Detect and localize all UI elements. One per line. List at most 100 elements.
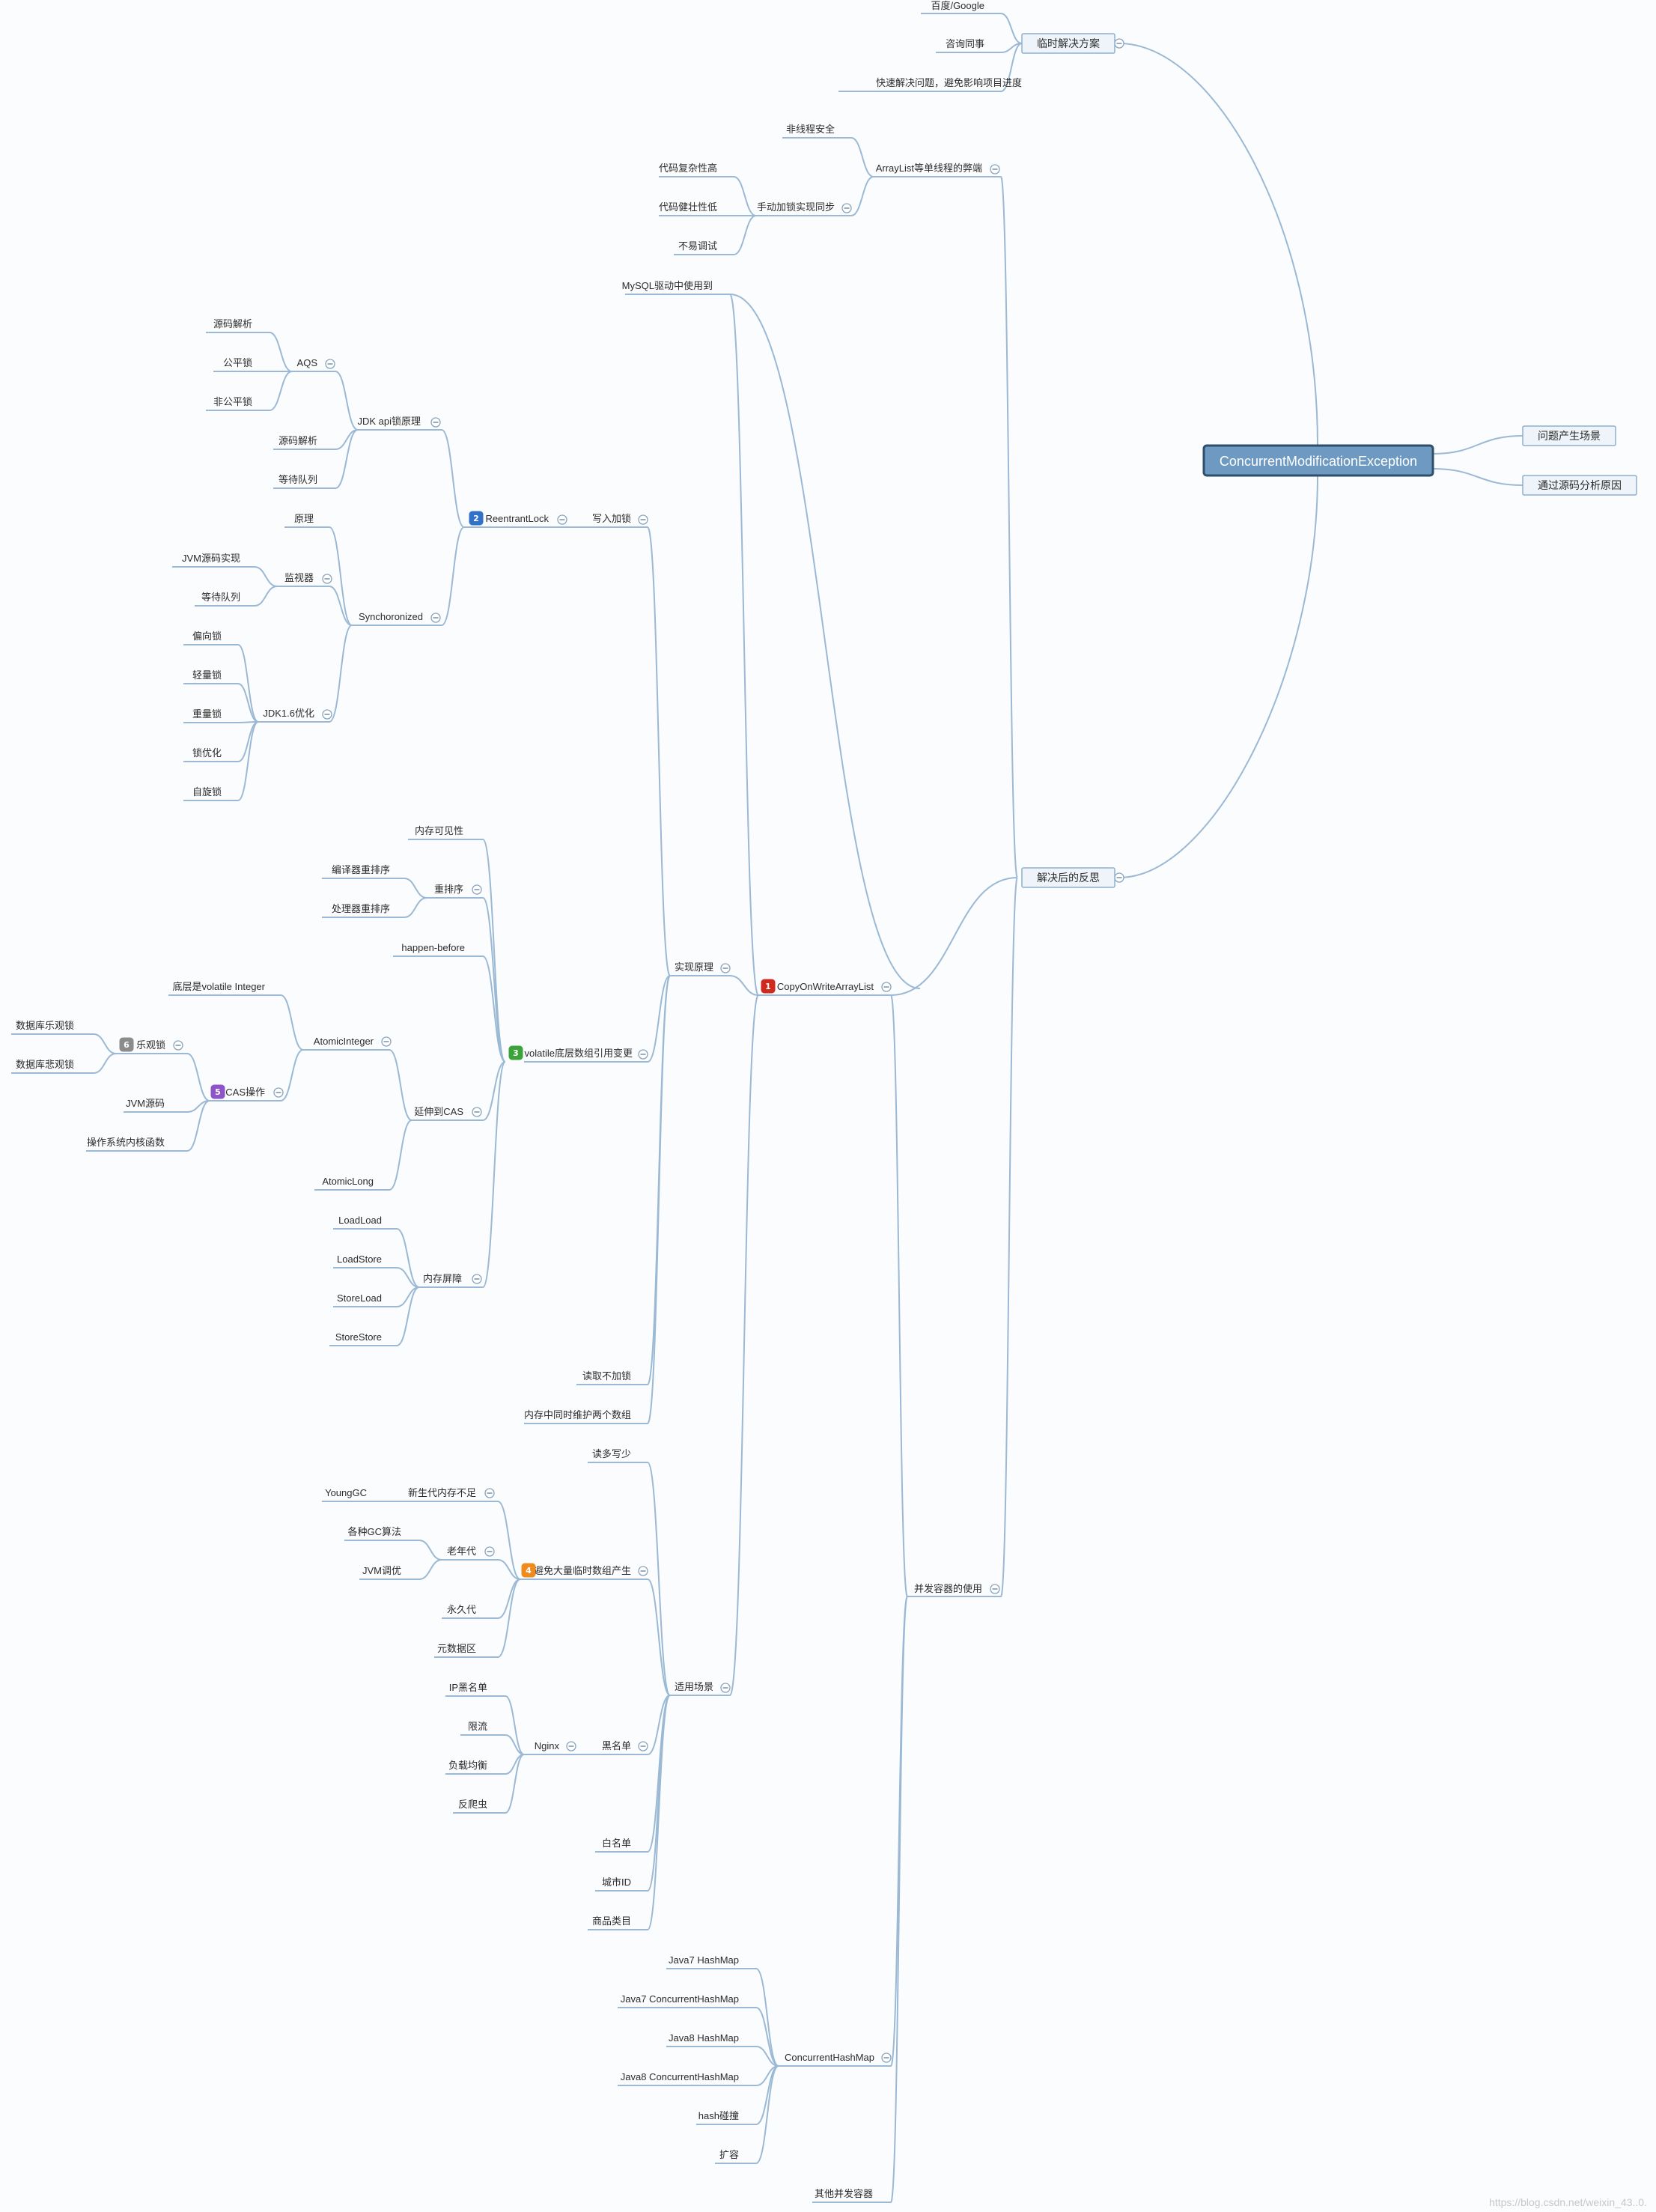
node-waitq[interactable]: 等待队列 (278, 474, 317, 485)
node-sync[interactable]: Synchoronized (359, 611, 423, 622)
node-jdkapi[interactable]: JDK api锁原理 (357, 416, 421, 427)
node-fair[interactable]: 公平锁 (223, 357, 252, 368)
node-jdk-src[interactable]: 源码解析 (278, 435, 317, 446)
node-impl[interactable]: 实现原理 (675, 961, 713, 973)
node-aqs[interactable]: AQS (297, 357, 318, 368)
node-principle[interactable]: 原理 (294, 513, 314, 524)
node-cas-op[interactable]: CAS操作 (225, 1087, 265, 1098)
node-chm[interactable]: ConcurrentHashMap (785, 2052, 874, 2063)
node-temp[interactable]: 临时解决方案 (1021, 33, 1115, 54)
node-hashcol[interactable]: hash碰撞 (698, 2110, 739, 2121)
node-avoid[interactable]: 避免大量临时数组产生 (534, 1565, 631, 1576)
node-hb[interactable]: happen-before (401, 942, 465, 953)
node-baidu[interactable]: 百度/Google (931, 0, 984, 11)
node-db-opt[interactable]: 数据库乐观锁 (16, 1020, 74, 1031)
collapse-toggle[interactable] (472, 1107, 482, 1117)
node-aqs-src[interactable]: 源码解析 (213, 318, 252, 329)
node-optimistic[interactable]: 乐观锁 (136, 1039, 165, 1051)
node-ss[interactable]: StoreStore (335, 1331, 382, 1343)
node-cowal[interactable]: CopyOnWriteArrayList (777, 981, 874, 992)
collapse-toggle[interactable] (638, 514, 648, 525)
node-j8chm[interactable]: Java8 ConcurrentHashMap (621, 2071, 739, 2082)
node-processor[interactable]: 处理器重排序 (332, 903, 390, 914)
node-twoarr[interactable]: 内存中同时维护两个数组 (524, 1409, 631, 1421)
node-nonsafe[interactable]: 非线程安全 (786, 124, 835, 135)
node-jvmsrc[interactable]: JVM源码实现 (182, 553, 240, 564)
collapse-toggle[interactable] (484, 1488, 495, 1498)
collapse-toggle[interactable] (472, 1274, 482, 1284)
node-limit[interactable]: 限流 (468, 1721, 487, 1732)
node-unfair[interactable]: 非公平锁 (213, 396, 252, 407)
node-light[interactable]: 轻量锁 (192, 669, 222, 681)
collapse-toggle[interactable] (273, 1087, 284, 1098)
node-readnolock[interactable]: 读取不加锁 (582, 1370, 631, 1382)
node-old[interactable]: 老年代 (447, 1546, 476, 1557)
node-jvmtune[interactable]: JVM调优 (362, 1565, 401, 1576)
node-atomicint[interactable]: AtomicInteger (314, 1036, 374, 1047)
collapse-toggle[interactable] (430, 613, 441, 623)
node-nginx[interactable]: Nginx (535, 1740, 560, 1751)
node-writelock[interactable]: 写入加锁 (592, 513, 631, 524)
node-reflect[interactable]: 解决后的反思 (1021, 867, 1115, 888)
node-manual[interactable]: 手动加锁实现同步 (757, 201, 835, 213)
node-ask[interactable]: 咨询同事 (946, 38, 984, 49)
collapse-toggle[interactable] (325, 359, 335, 369)
node-visible[interactable]: 内存可见性 (415, 825, 463, 836)
collapse-toggle[interactable] (381, 1036, 392, 1047)
collapse-toggle[interactable] (322, 574, 332, 584)
node-lockopt[interactable]: 锁优化 (192, 747, 222, 759)
collapse-toggle[interactable] (720, 1683, 731, 1693)
collapse-toggle[interactable] (322, 709, 332, 720)
node-jvm-src2[interactable]: JVM源码 (126, 1098, 165, 1109)
node-ls[interactable]: LoadStore (337, 1254, 382, 1265)
node-whitelist[interactable]: 白名单 (602, 1838, 631, 1849)
node-problem[interactable]: 问题产生场景 (1522, 425, 1616, 446)
node-gcalg[interactable]: 各种GC算法 (347, 1526, 401, 1537)
node-meta[interactable]: 元数据区 (437, 1643, 476, 1654)
node-monitor[interactable]: 监视器 (284, 572, 314, 583)
node-perm[interactable]: 永久代 (447, 1604, 476, 1615)
node-resize[interactable]: 扩容 (719, 2149, 739, 2160)
node-arraylist[interactable]: ArrayList等单线程的弊端 (876, 162, 982, 174)
collapse-toggle[interactable] (638, 1741, 648, 1751)
collapse-toggle[interactable] (720, 963, 731, 973)
node-sl[interactable]: StoreLoad (337, 1292, 382, 1304)
collapse-toggle[interactable] (557, 514, 567, 525)
node-barrier[interactable]: 内存屏障 (423, 1273, 462, 1284)
node-younggc[interactable]: YoungGC (325, 1487, 367, 1498)
collapse-toggle[interactable] (990, 164, 1000, 174)
collapse-toggle[interactable] (430, 417, 441, 428)
node-mysql[interactable]: MySQL驱动中使用到 (622, 280, 713, 291)
node-other[interactable]: 其他并发容器 (815, 2188, 873, 2199)
node-heavy[interactable]: 重量锁 (192, 708, 222, 720)
node-os-fn[interactable]: 操作系统内核函数 (87, 1137, 165, 1148)
node-ipblack[interactable]: IP黑名单 (449, 1682, 487, 1693)
collapse-toggle[interactable] (484, 1546, 495, 1557)
collapse-toggle[interactable] (841, 203, 852, 213)
node-readmore[interactable]: 读多写少 (592, 1448, 631, 1459)
node-spin[interactable]: 自旋锁 (192, 786, 222, 797)
node-reorder[interactable]: 重排序 (434, 884, 463, 895)
node-atomiclong[interactable]: AtomicLong (322, 1176, 374, 1187)
node-ll[interactable]: LoadLoad (338, 1215, 382, 1226)
node-cityid[interactable]: 城市ID (602, 1877, 631, 1888)
node-lb[interactable]: 负载均衡 (448, 1760, 487, 1771)
node-j7hm[interactable]: Java7 HashMap (669, 1954, 739, 1966)
node-j7chm[interactable]: Java7 ConcurrentHashMap (621, 1993, 739, 2005)
node-compiler[interactable]: 编译器重排序 (332, 864, 390, 875)
node-cas-ext[interactable]: 延伸到CAS (414, 1106, 463, 1117)
node-volatile[interactable]: volatile底层数组引用变更 (525, 1048, 633, 1059)
node-young[interactable]: 新生代内存不足 (408, 1487, 476, 1498)
node-waitq2[interactable]: 等待队列 (201, 592, 240, 603)
node-robust[interactable]: 代码健壮性低 (659, 201, 717, 213)
node-source[interactable]: 通过源码分析原因 (1522, 475, 1637, 496)
collapse-toggle[interactable] (881, 982, 892, 992)
collapse-toggle[interactable] (1114, 872, 1124, 883)
node-db-pes[interactable]: 数据库悲观锁 (16, 1059, 74, 1070)
node-anticrawl[interactable]: 反爬虫 (458, 1799, 487, 1810)
node-concurrent[interactable]: 并发容器的使用 (914, 1583, 982, 1594)
node-blacklist[interactable]: 黑名单 (602, 1740, 631, 1751)
node-debug[interactable]: 不易调试 (678, 240, 717, 252)
collapse-toggle[interactable] (173, 1040, 183, 1051)
root-node[interactable]: ConcurrentModificationException (1202, 444, 1434, 477)
